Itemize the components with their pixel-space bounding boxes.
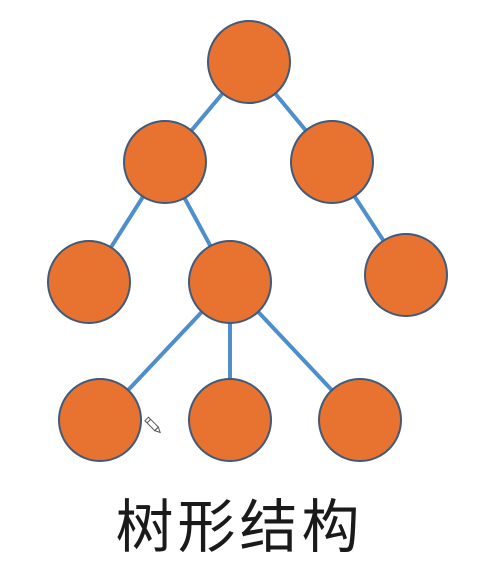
tree-node-root [207, 20, 291, 104]
edges-layer [87, 60, 408, 422]
diagram-caption: 树形结构 [115, 493, 364, 561]
nodes-layer [47, 20, 448, 462]
tree-node-n1 [123, 120, 207, 204]
tree-node-n4 [188, 240, 272, 324]
tree-node-n8 [318, 378, 402, 462]
pencil-cursor-icon [144, 416, 161, 434]
tree-node-n5 [364, 233, 448, 317]
tree-node-n6 [58, 378, 142, 462]
tree-node-n3 [47, 240, 131, 324]
tree-node-n2 [290, 120, 374, 204]
tree-node-n7 [188, 378, 272, 462]
tree-graphic [47, 20, 448, 462]
